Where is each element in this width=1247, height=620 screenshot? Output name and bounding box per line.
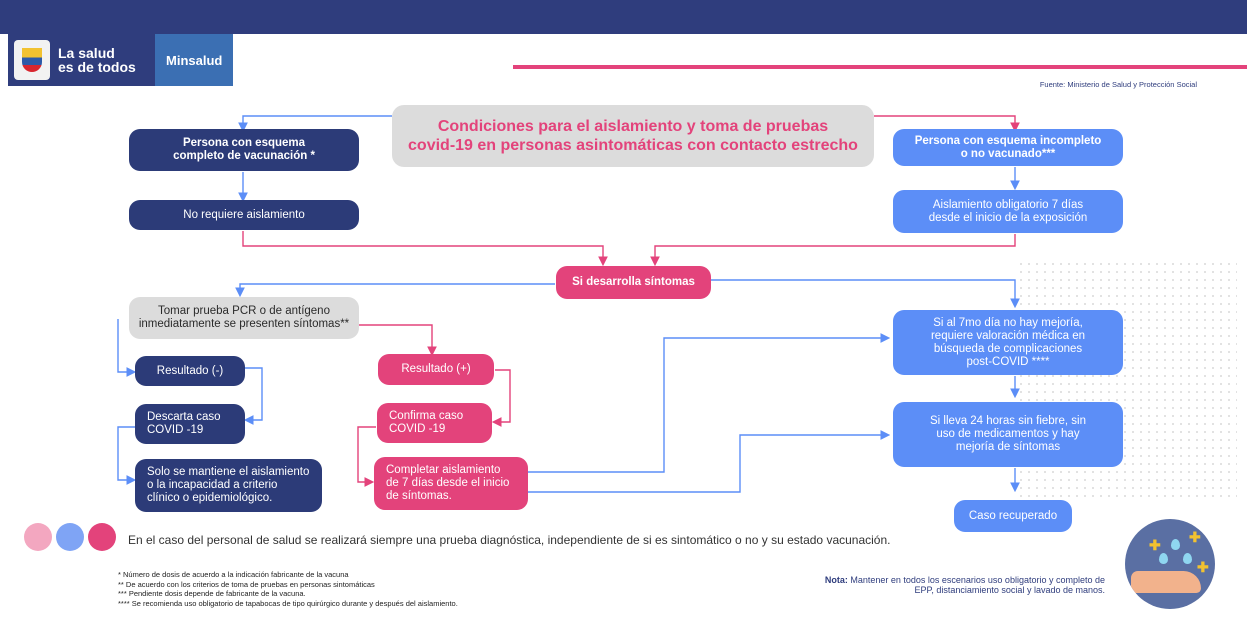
maintain-isolation-box: Solo se mantiene el aislamiento o la inc… <box>135 459 322 512</box>
complete-vaccination-box: Persona con esquema completo de vacunaci… <box>129 129 359 171</box>
result-positive-box: Resultado (+) <box>378 354 494 385</box>
diagram-title: Condiciones para el aislamiento y toma d… <box>392 105 874 167</box>
complete-isolation-box: Completar aislamiento de 7 días desde el… <box>374 457 528 510</box>
health-staff-note: En el caso del personal de salud se real… <box>128 533 891 547</box>
health-staff-icons <box>24 523 124 553</box>
no-fever-24h-box: Si lleva 24 horas sin fiebre, sin uso de… <box>893 402 1123 467</box>
confirm-case-box: Confirma caso COVID -19 <box>377 403 492 443</box>
health-worker-icon <box>88 523 116 551</box>
day7-no-improvement-box: Si al 7mo día no hay mejoría, requiere v… <box>893 310 1123 375</box>
note-label: Nota: <box>824 575 848 585</box>
brand-name: Minsalud <box>155 34 233 86</box>
result-negative-box: Resultado (-) <box>135 356 245 386</box>
header-accent-line <box>513 65 1247 69</box>
coat-of-arms-icon <box>14 40 50 80</box>
discard-case-box: Descarta caso COVID -19 <box>135 404 245 444</box>
incomplete-vaccination-box: Persona con esquema incompleto o no vacu… <box>893 129 1123 166</box>
nurse-icon <box>56 523 84 551</box>
note-text: Mantener en todos los escenarios uso obl… <box>850 575 1105 595</box>
recovered-box: Caso recuperado <box>954 500 1072 532</box>
footnotes: * Número de dosis de acuerdo a la indica… <box>118 570 458 608</box>
brand-logo: La salud es de todos Minsalud <box>8 34 233 86</box>
footnote: *** Pendiente dosis depende de fabricant… <box>118 589 306 598</box>
slogan: La salud es de todos <box>58 45 136 75</box>
source-note: Fuente: Ministerio de Salud y Protección… <box>1039 80 1197 89</box>
protection-note: Nota: Mantener en todos los escenarios u… <box>820 575 1105 595</box>
mandatory-isolation-box: Aislamiento obligatorio 7 días desde el … <box>893 190 1123 233</box>
develops-symptoms-box: Si desarrolla síntomas <box>556 266 711 299</box>
doctor-icon <box>24 523 52 551</box>
no-isolation-box: No requiere aislamiento <box>129 200 359 230</box>
footnote: **** Se recomienda uso obligatorio de ta… <box>118 598 458 608</box>
top-banner <box>0 0 1247 34</box>
take-test-box: Tomar prueba PCR o de antígeno inmediata… <box>129 297 359 339</box>
footnote: * Número de dosis de acuerdo a la indica… <box>118 570 349 579</box>
handwashing-icon: ✚ ✚ ✚ <box>1125 519 1215 609</box>
footnote: ** De acuerdo con los criterios de toma … <box>118 579 375 589</box>
